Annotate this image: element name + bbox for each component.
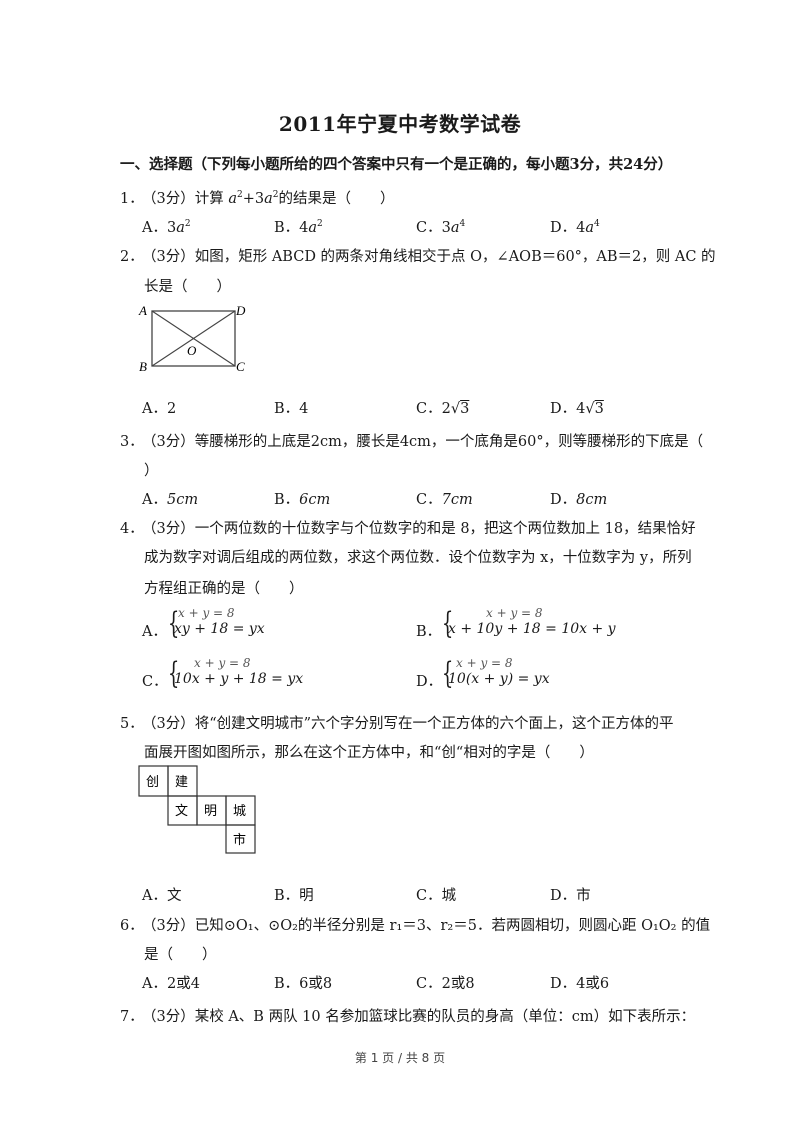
question-number: 5． bbox=[120, 716, 144, 732]
question-7: 7．（3分）某校 A、B 两队 10 名参加篮球比赛的队员的身高（单位：cm）如… bbox=[120, 1005, 695, 1026]
option-c: C．2√3 bbox=[416, 401, 470, 417]
question-1: 1．（3分）计算 a2+3a2的结果是（ ） bbox=[120, 187, 395, 208]
question-number: 4． bbox=[120, 521, 144, 537]
option-b: B．4a2 bbox=[274, 219, 323, 236]
option-a: A．3a2 bbox=[142, 219, 191, 236]
net-cell-5: 城 bbox=[233, 804, 246, 819]
net-cell-3: 文 bbox=[175, 804, 188, 819]
question-5-continued: 面展开图如图所示，那么在这个正方体中，和“创“相对的字是（ ） bbox=[144, 745, 594, 761]
option-c: C．7cm bbox=[416, 492, 473, 508]
question-number: 7． bbox=[120, 1009, 144, 1025]
page-footer: 第 1 页 / 共 8 页 bbox=[354, 1051, 446, 1065]
option-b: B．4 bbox=[274, 401, 309, 417]
option-d: D．市 bbox=[550, 888, 591, 904]
net-cell-6: 市 bbox=[233, 832, 246, 848]
question-3: 3．（3分）等腰梯形的上底是2cm，腰长是4cm，一个底角是60°，则等腰梯形的… bbox=[120, 430, 703, 451]
option-c: C． bbox=[142, 674, 168, 690]
net-cell-4: 明 bbox=[204, 804, 217, 819]
net-cell-2: 建 bbox=[175, 775, 188, 790]
option-b: B． bbox=[416, 624, 442, 640]
question-5: 5．（3分）将“创建文明城市”六个字分别写在一个正方体的六个面上，这个正方体的平 bbox=[120, 712, 674, 733]
option-a: A．文 bbox=[142, 888, 182, 904]
question-4-continued: 成为数字对调后组成的两位数，求这个两位数．设个位数字为 x，十位数字为 y，所列 bbox=[144, 550, 692, 566]
option-c: C．2或8 bbox=[416, 976, 475, 992]
option-d: D．8cm bbox=[550, 492, 608, 508]
label-a: A bbox=[138, 303, 147, 318]
cube-net-diagram: 创 建 文 明 城 市 bbox=[138, 765, 256, 854]
option-a: A．2或4 bbox=[142, 976, 200, 992]
question-number: 6． bbox=[120, 918, 144, 934]
option-d: D．4或6 bbox=[550, 976, 610, 992]
option-d: D．4a4 bbox=[550, 219, 600, 236]
label-c: C bbox=[236, 359, 245, 374]
question-4-continued: 方程组正确的是（ ） bbox=[144, 581, 304, 597]
net-cell-1: 创 bbox=[146, 775, 159, 790]
question-6: 6．（3分）已知⊙O₁、⊙O₂的半径分别是 r₁＝3、r₂＝5．若两圆相切，则圆… bbox=[120, 914, 710, 935]
section-heading: 一、选择题（下列每小题所给的四个答案中只有一个是正确的，每小题3分，共24分） bbox=[120, 156, 673, 173]
question-number: 2． bbox=[120, 249, 144, 265]
question-3-continued: ） bbox=[144, 463, 159, 479]
option-b: B．6或8 bbox=[274, 976, 333, 992]
question-number: 3． bbox=[120, 434, 144, 450]
question-2: 2．（3分）如图，矩形 ABCD 的两条对角线相交于点 O，∠AOB＝60°，A… bbox=[120, 245, 716, 266]
page-title: 2011年宁夏中考数学试卷 bbox=[278, 112, 522, 136]
option-c: C．城 bbox=[416, 888, 457, 904]
label-b: B bbox=[139, 359, 147, 374]
question-number: 1． bbox=[120, 191, 144, 207]
label-o: O bbox=[187, 343, 197, 358]
option-d: D．4√3 bbox=[550, 401, 604, 417]
option-c: C．3a4 bbox=[416, 219, 466, 236]
option-d: D． bbox=[416, 674, 443, 690]
option-a: A．2 bbox=[142, 401, 177, 417]
option-b: B．6cm bbox=[274, 492, 331, 508]
rectangle-diagram: A D B C O bbox=[138, 303, 246, 374]
label-d: D bbox=[235, 303, 246, 318]
question-2-continued: 长是（ ） bbox=[144, 279, 231, 295]
option-a: A． bbox=[142, 624, 167, 640]
option-b: B．明 bbox=[274, 888, 314, 904]
question-6-continued: 是（ ） bbox=[144, 947, 217, 963]
option-a: A．5cm bbox=[142, 492, 199, 508]
question-4: 4．（3分）一个两位数的十位数字与个位数字的和是 8，把这个两位数加上 18，结… bbox=[120, 517, 696, 538]
